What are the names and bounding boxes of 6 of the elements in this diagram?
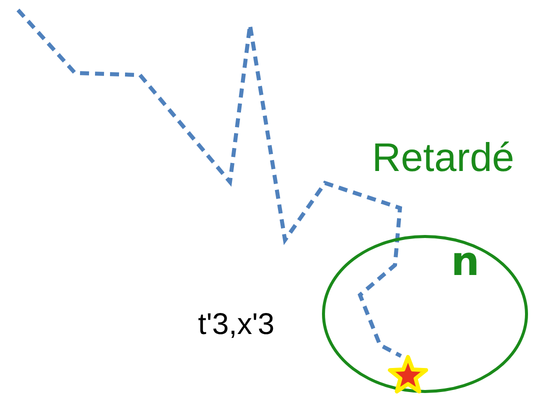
coordinate-label: t'3,x'3: [198, 308, 274, 342]
trajectory-line: [16, 8, 402, 358]
region-caption: Retardé: [372, 136, 514, 180]
region-label: n: [451, 242, 480, 282]
star-icon: [386, 353, 430, 395]
ellipse-region: [322, 235, 528, 393]
